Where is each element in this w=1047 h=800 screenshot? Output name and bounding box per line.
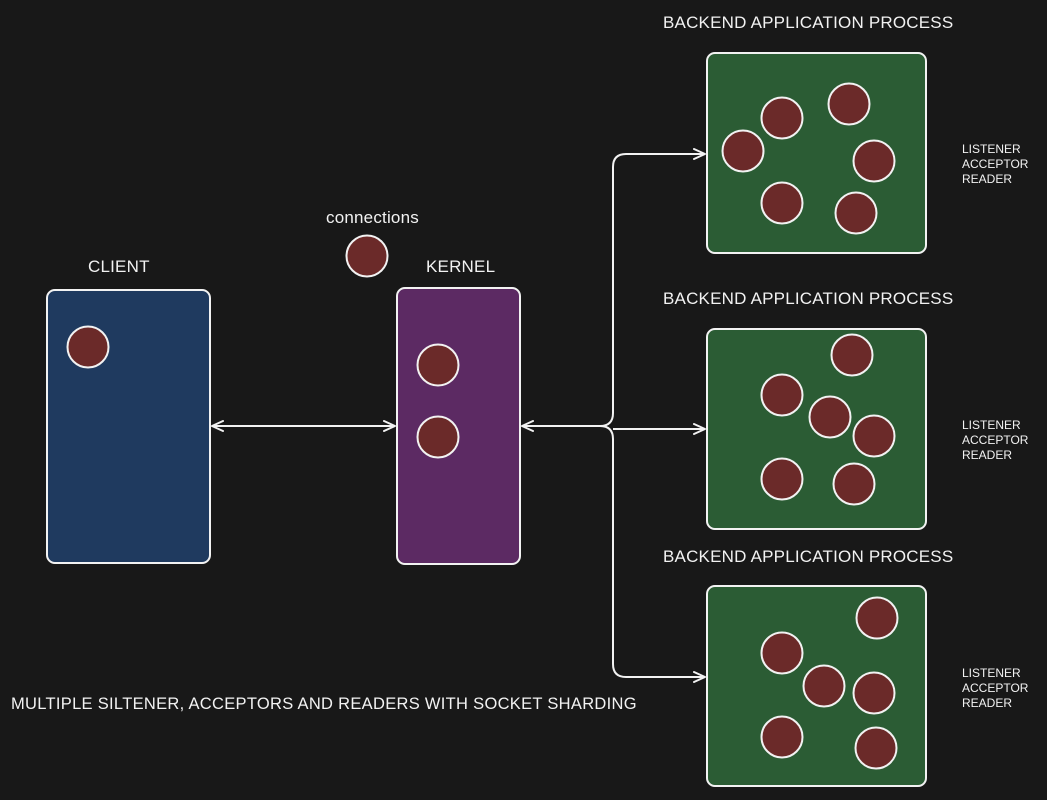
kernel-box (396, 287, 521, 565)
backend-process-title: BACKEND APPLICATION PROCESS (663, 289, 954, 308)
connection-dot (802, 664, 846, 708)
connection-dot (830, 333, 874, 377)
connection-dot (832, 462, 876, 506)
role-acceptor: ACCEPTOR (962, 157, 1029, 171)
backend-process-title: BACKEND APPLICATION PROCESS (663, 13, 954, 32)
connection-dot (852, 671, 896, 715)
backend-process-title: BACKEND APPLICATION PROCESS (663, 547, 954, 566)
process-roles: LISTENER ACCEPTOR READER (962, 142, 1028, 187)
role-listener: LISTENER (962, 142, 1021, 156)
process-roles: LISTENER ACCEPTOR READER (962, 666, 1028, 711)
legend-connection-group (345, 234, 389, 278)
process-connections (760, 333, 896, 506)
connection-dot (827, 82, 871, 126)
connection-dot (760, 631, 804, 675)
role-reader: READER (962, 448, 1013, 462)
role-listener: LISTENER (962, 418, 1021, 432)
connection-dot (808, 395, 852, 439)
connection-dot (834, 191, 878, 235)
role-listener: LISTENER (962, 666, 1021, 680)
role-acceptor: ACCEPTOR (962, 433, 1029, 447)
connection-dot (855, 596, 899, 640)
kernel-label: KERNEL (426, 257, 496, 276)
kernel-branch-line (521, 148, 706, 432)
connection-dot (416, 415, 460, 459)
role-reader: READER (962, 696, 1013, 710)
connection-dot (852, 414, 896, 458)
connection-dot (66, 325, 110, 369)
process-connections (760, 596, 899, 770)
kernel-connections (416, 343, 460, 459)
client-box (46, 289, 211, 564)
diagram-caption: MULTIPLE SILTENER, ACCEPTORS AND READERS… (11, 695, 637, 713)
process-connections (721, 82, 896, 235)
client-label: CLIENT (88, 257, 150, 276)
connection-dot (416, 343, 460, 387)
connection-dot (760, 457, 804, 501)
connection-dot (854, 726, 898, 770)
kernel-to-process-3-arrow (599, 425, 706, 683)
legend-connection-dot (345, 234, 389, 278)
connection-dot (760, 96, 804, 140)
connection-dot (760, 373, 804, 417)
connection-dot (721, 129, 765, 173)
role-reader: READER (962, 172, 1013, 186)
connection-dot (760, 181, 804, 225)
connection-dot (852, 139, 896, 183)
client-connections (66, 325, 110, 369)
connections-legend-label: connections (326, 208, 419, 227)
role-acceptor: ACCEPTOR (962, 681, 1029, 695)
connection-dot (760, 715, 804, 759)
process-roles: LISTENER ACCEPTOR READER (962, 418, 1028, 463)
